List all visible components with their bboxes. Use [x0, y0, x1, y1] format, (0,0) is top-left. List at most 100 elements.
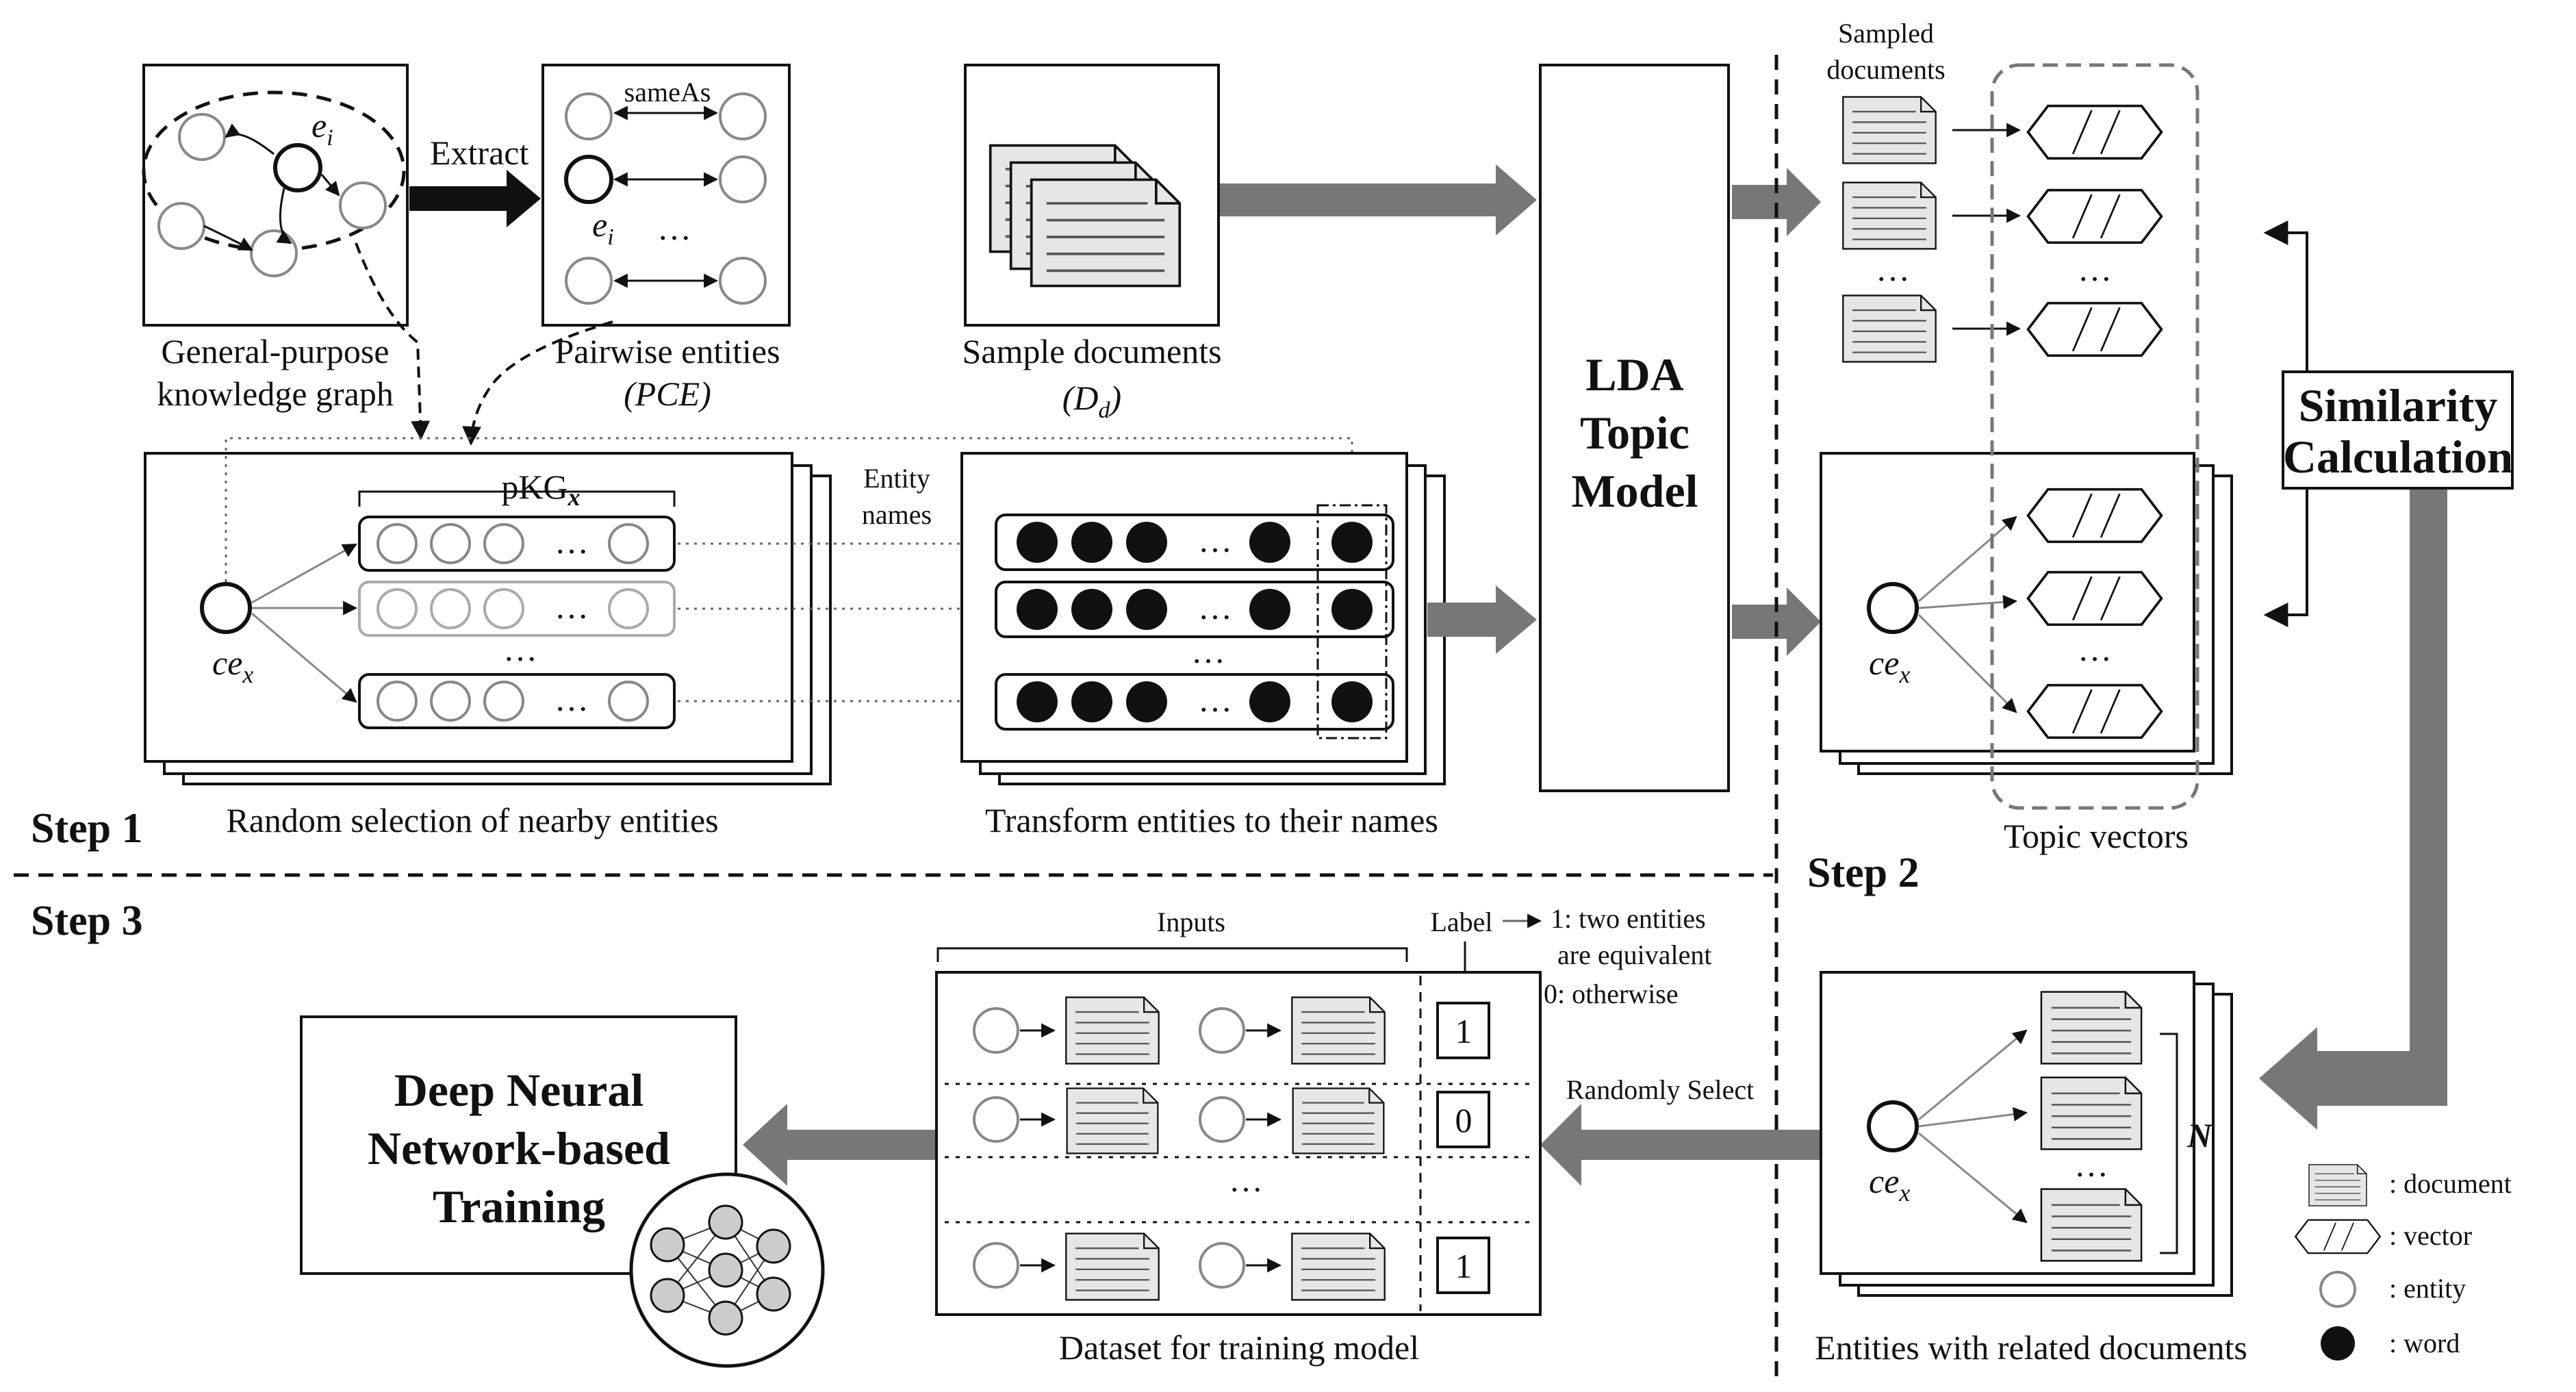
topic-vectors-caption: Topic vectors	[2004, 817, 2189, 855]
dnn-label-3: Training	[433, 1180, 605, 1232]
label-note-3: 0: otherwise	[1544, 978, 1679, 1009]
graph-node	[250, 229, 298, 277]
pkg-row3-dots: …	[554, 680, 589, 718]
n-label: N	[2186, 1116, 2213, 1154]
lda-topic-model-box: LDA Topic Model	[1539, 64, 1730, 792]
names-row1-dots: …	[1198, 521, 1232, 559]
legend-word: : word	[2389, 1328, 2460, 1358]
dataset-dots: …	[1229, 1161, 1263, 1199]
label-note-1: 1: two entities	[1551, 903, 1706, 934]
entities-docs-caption: Entities with related documents	[1815, 1328, 2247, 1367]
kg-caption-1: General-purpose	[161, 332, 389, 370]
pairwise-entities-box: sameAs ei …	[541, 64, 791, 327]
randomly-select-label: Randomly Select	[1566, 1074, 1754, 1105]
similarity-label-2: Calculation	[2283, 431, 2513, 483]
pce-ei-node	[564, 155, 613, 204]
names-to-lda-arrow	[1427, 585, 1537, 654]
sampled-document	[1841, 294, 1937, 363]
random-selection-caption: Random selection of nearby entities	[226, 801, 718, 839]
pce-node	[719, 155, 767, 203]
step2-label: Step 2	[1807, 850, 1920, 896]
same-as-label: sameAs	[624, 77, 711, 107]
pce-node	[719, 257, 767, 305]
names-row3-dots: …	[1198, 681, 1232, 719]
entity-names-label-2: names	[862, 499, 932, 530]
similarity-calculation-box: Similarity Calculation	[2282, 370, 2514, 490]
sample-caption-1: Sample documents	[962, 332, 1221, 370]
sample-to-lda-arrow	[1220, 164, 1537, 236]
sampled-document	[1841, 181, 1937, 250]
pce-caption-2: (PCE)	[624, 375, 711, 413]
related-docs-dots: …	[2074, 1146, 2108, 1184]
pce-node	[719, 92, 767, 140]
legend-vector-icon	[2294, 1219, 2382, 1254]
label-value-2: 0	[1455, 1101, 1472, 1139]
pkg-row2-dots: …	[554, 587, 589, 626]
legend: : document : vector : entity : word	[2294, 1164, 2512, 1361]
dataset-caption: Dataset for training model	[1059, 1328, 1419, 1367]
graph-node	[339, 181, 387, 229]
related-documents-stack: cex … N	[1820, 971, 2233, 1297]
sampled-docs-label-2: documents	[1826, 54, 1945, 85]
label-value-3: 1	[1455, 1247, 1472, 1285]
ce-x-label: cex	[212, 644, 253, 688]
topic-vector	[2026, 104, 2163, 160]
label-note-2: are equivalent	[1557, 939, 1711, 970]
extract-arrow	[409, 170, 541, 227]
similarity-to-docs-arrow	[2259, 490, 2447, 1130]
ce-x-node	[200, 582, 252, 634]
legend-document-icon	[2308, 1164, 2367, 1206]
vectors-bottom-dots: …	[2078, 630, 2112, 668]
extract-label: Extract	[430, 134, 528, 172]
step3-label: Step 3	[31, 898, 143, 944]
step2-ce-label: cex	[1869, 644, 1910, 688]
legend-entity: : entity	[2389, 1273, 2466, 1304]
graph-node	[178, 113, 226, 161]
legend-vector: : vector	[2389, 1220, 2472, 1251]
inputs-label: Inputs	[1157, 907, 1225, 937]
entity-names-label-1: Entity	[863, 463, 930, 494]
sampled-docs-dots: …	[1876, 250, 1910, 288]
step2b-ce-label: cex	[1869, 1162, 1910, 1206]
legend-document: : document	[2389, 1168, 2512, 1199]
topic-vector	[2026, 188, 2163, 244]
step1-label: Step 1	[31, 805, 143, 852]
label-value-1: 1	[1455, 1012, 1472, 1050]
vectors-top-dots: …	[2078, 250, 2112, 288]
pkg-between-dots: …	[503, 630, 537, 668]
pce-node	[565, 257, 613, 305]
neural-network-icon	[629, 1172, 825, 1368]
entity-ei-node	[273, 143, 322, 192]
similarity-label-1: Similarity	[2299, 379, 2498, 431]
topic-vector	[2026, 301, 2163, 357]
kg-caption-2: knowledge graph	[157, 375, 394, 413]
knowledge-graph-box: ei	[142, 64, 409, 327]
lda-to-sampled-arrow	[1732, 168, 1821, 236]
pce-ei-label: ei	[592, 205, 614, 250]
dnn-label-2: Network-based	[368, 1122, 670, 1174]
lda-label-2: Topic	[1580, 407, 1689, 459]
dataset-box: 1 0 … 1	[935, 971, 1542, 1316]
topic-vectors-group	[1990, 63, 2199, 810]
sampled-document	[1841, 96, 1937, 164]
sample-documents-box	[964, 64, 1220, 327]
random-select-arrow	[1540, 1104, 1820, 1186]
transform-caption: Transform entities to their names	[985, 801, 1438, 839]
names-row2-dots: …	[1198, 588, 1232, 627]
pce-dots: …	[657, 209, 691, 247]
lda-label-1: LDA	[1585, 349, 1684, 401]
pce-caption-1: Pairwise entities	[554, 332, 780, 370]
legend-entity-icon	[2319, 1271, 2356, 1308]
pkg-stack: pKGx cex … … … …	[144, 452, 832, 785]
names-between-dots: …	[1191, 632, 1225, 670]
sample-caption-2: (Dd)	[1062, 379, 1121, 423]
dataset-to-dnn-arrow	[743, 1104, 935, 1186]
sampled-docs-label-1: Sampled	[1838, 18, 1934, 49]
label-header: Label	[1430, 907, 1492, 937]
graph-node	[157, 202, 205, 250]
entity-vectors-stack: cex …	[1820, 452, 2233, 775]
pkg-label: pKGx	[501, 468, 580, 511]
pkg-row1-dots: …	[554, 522, 589, 561]
